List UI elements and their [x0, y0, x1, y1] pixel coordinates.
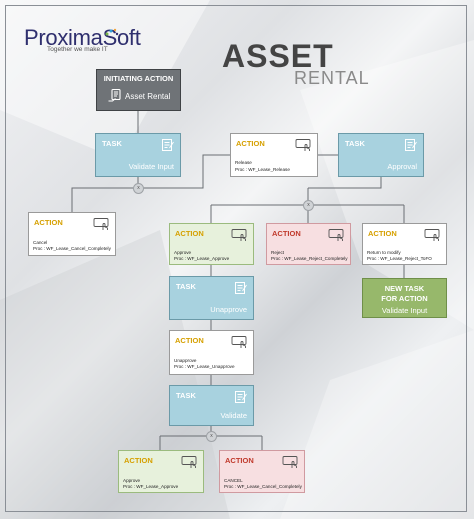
node-label: Validate Input — [128, 162, 174, 171]
node-header: ACTION — [124, 456, 153, 465]
action-reject[interactable]: ACTION Reject Proc : WF_Lease_Reject_Com… — [266, 223, 351, 265]
node-header: ACTION — [225, 456, 254, 465]
action-proc: Proc : WF_Lease_Unapprove — [174, 364, 235, 369]
action-name: Reject — [271, 250, 285, 255]
exclusive-gateway: x — [206, 431, 217, 442]
node-header: ACTION — [175, 229, 204, 238]
node-header: INITIATING ACTION — [103, 74, 174, 83]
checklist-edit-icon — [235, 391, 247, 403]
node-header: TASK — [345, 139, 365, 148]
click-hand-icon — [295, 139, 311, 151]
checklist-edit-icon — [405, 139, 417, 151]
action-name: Release — [235, 160, 252, 165]
click-hand-icon — [231, 336, 247, 348]
node-label: Validate — [220, 411, 247, 420]
node-header: TASK — [176, 282, 196, 291]
logo-dots-icon — [105, 28, 119, 36]
new-task-validate-input[interactable]: NEW TASK FOR ACTION Validate Input — [362, 278, 447, 318]
action-proc: Proc : WF_Lease_Approve — [123, 484, 179, 489]
click-hand-icon — [328, 229, 344, 241]
page-title: ASSET — [222, 38, 334, 74]
action-approve-final[interactable]: ACTION Approve Proc : WF_Lease_Approve — [118, 450, 204, 493]
click-hand-icon — [282, 456, 298, 468]
click-hand-icon — [424, 229, 440, 241]
click-hand-icon — [93, 218, 109, 230]
action-proc: Proc : WF_Lease_Cancel_Completely — [224, 484, 302, 489]
brand-name: ProximaSoft — [24, 25, 141, 50]
initiating-action-node[interactable]: INITIATING ACTION Asset Rental — [96, 69, 181, 111]
checklist-edit-icon — [235, 282, 247, 294]
page-subtitle: RENTAL — [294, 68, 370, 88]
action-return-to-modify[interactable]: ACTION Return to modify Proc : WF_Lease_… — [362, 223, 447, 265]
brand-logo: ProximaSoft — [24, 25, 141, 51]
page-frame — [5, 5, 467, 512]
exclusive-gateway: x — [303, 200, 314, 211]
action-proc: Proc : WF_Lease_Reject_Completely — [271, 256, 348, 261]
action-proc: Proc : WF_Lease_Release — [235, 167, 290, 172]
checklist-edit-icon — [162, 139, 174, 151]
action-release[interactable]: ACTION Release Proc : WF_Lease_Release — [230, 133, 318, 177]
action-cancel-final[interactable]: ACTION CANCEL Proc : WF_Lease_Cancel_Com… — [219, 450, 305, 493]
click-hand-icon — [231, 229, 247, 241]
node-header: ACTION — [236, 139, 265, 148]
node-header: ACTION — [272, 229, 301, 238]
action-proc: Proc : WF_Lease_Approve — [174, 256, 230, 261]
action-proc: Proc : WF_Lease_Cancel_Completely — [33, 246, 111, 251]
action-proc: Proc : WF_Lease_Reject_ToFO — [367, 256, 432, 261]
new-task-subtitle: FOR ACTION — [381, 294, 428, 303]
new-task-label: Validate Input — [381, 306, 428, 315]
brand-tagline: Together we make IT — [47, 46, 108, 53]
node-header: ACTION — [34, 218, 63, 227]
task-validate[interactable]: TASK Validate — [169, 385, 254, 426]
action-name: Approve — [174, 250, 192, 255]
node-header: TASK — [176, 391, 196, 400]
click-hand-icon — [181, 456, 197, 468]
node-header: ACTION — [368, 229, 397, 238]
node-header: TASK — [102, 139, 122, 148]
action-unapprove[interactable]: ACTION Unapprove Proc : WF_Lease_Unappro… — [169, 330, 254, 375]
node-label: Unapprove — [210, 305, 247, 314]
exclusive-gateway: x — [133, 183, 144, 194]
task-validate-input[interactable]: TASK Validate Input — [95, 133, 181, 177]
action-name: Approve — [123, 478, 141, 483]
action-approve[interactable]: ACTION Approve Proc : WF_Lease_Approve — [169, 223, 254, 265]
node-label: Asset Rental — [125, 92, 171, 101]
document-hand-icon — [108, 88, 121, 102]
node-header: ACTION — [175, 336, 204, 345]
task-unapprove[interactable]: TASK Unapprove — [169, 276, 254, 320]
action-name: CANCEL — [224, 478, 243, 483]
task-approval[interactable]: TASK Approval — [338, 133, 424, 177]
new-task-title: NEW TASK — [384, 284, 425, 293]
action-cancel[interactable]: ACTION Cancel Proc : WF_Lease_Cancel_Com… — [28, 212, 116, 256]
action-name: Unapprove — [174, 358, 197, 363]
action-name: Return to modify — [367, 250, 401, 255]
action-name: Cancel — [33, 240, 48, 245]
node-label: Approval — [387, 162, 417, 171]
